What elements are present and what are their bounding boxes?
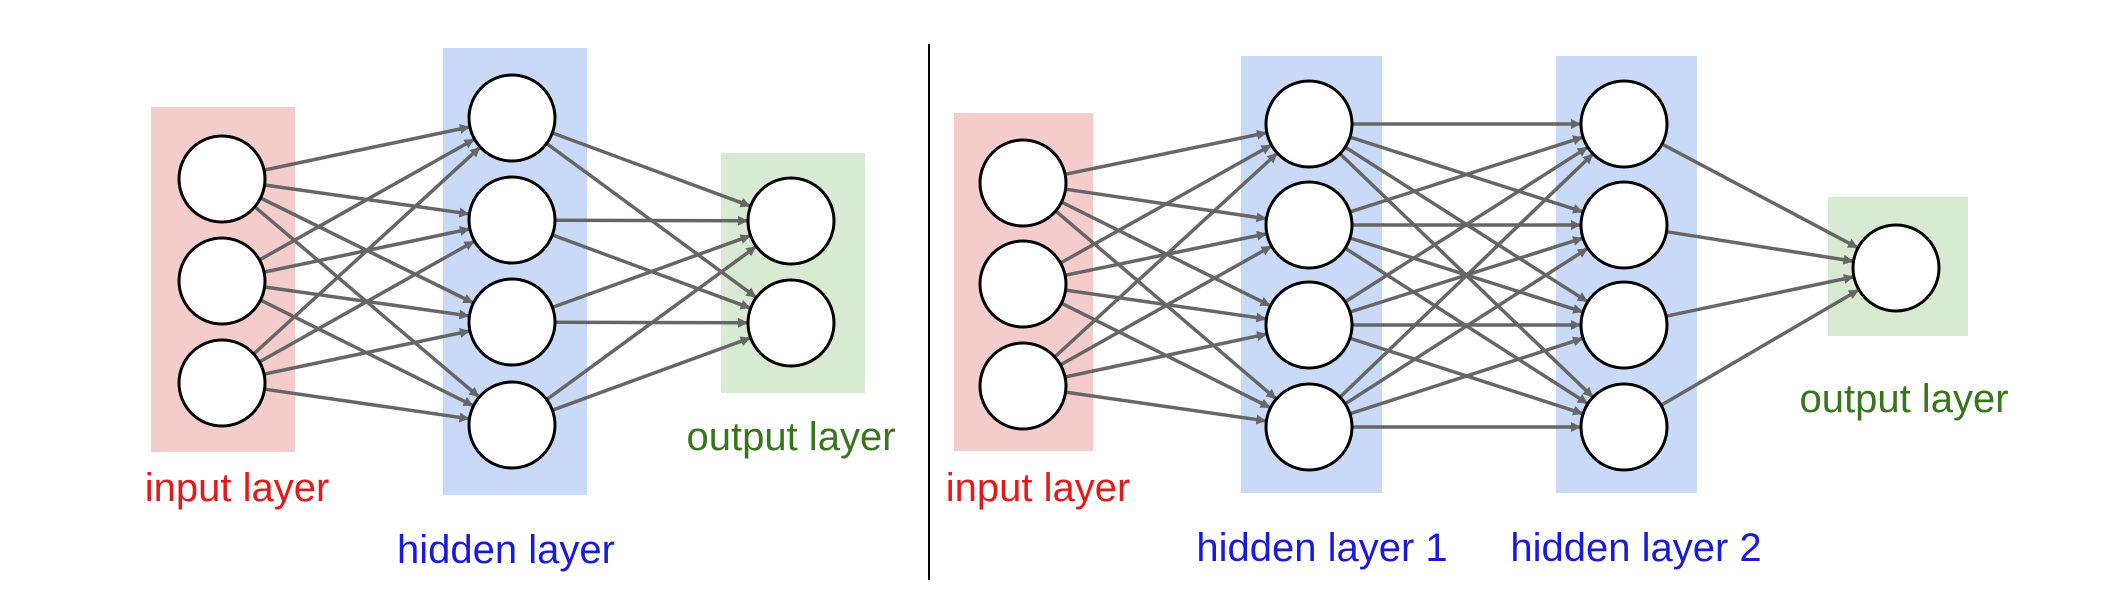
left-edge-l0-0-to-0 <box>263 124 470 172</box>
left-input-layer-label: input layer <box>145 466 330 510</box>
right-output-node-3-0 <box>1851 223 1941 313</box>
right-edge-l0-1-to-0 <box>1059 143 1272 265</box>
left-edge-l0-2-to-1 <box>258 240 475 364</box>
right-hidden-node-2-2 <box>1579 280 1669 370</box>
right-edge-l2-1-to-0 <box>1666 229 1854 265</box>
left-input-node-0-0 <box>177 134 267 224</box>
right-hidden-node-2-1 <box>1579 180 1669 270</box>
left-output-node-2-0 <box>746 176 836 266</box>
left-input-node-0-1 <box>177 236 267 326</box>
left-edge-l1-2-to-0 <box>551 234 751 310</box>
left-network: input layer hidden layer output layer <box>145 48 896 572</box>
right-hidden-node-1-2 <box>1264 280 1354 370</box>
left-edge-l0-2-to-2 <box>263 328 470 376</box>
left-hidden-layer-label: hidden layer <box>397 528 615 572</box>
left-edge-l1-3-to-0 <box>545 245 757 402</box>
left-edge-l0-2-to-3 <box>264 387 470 423</box>
right-edge-l2-0-to-0 <box>1661 142 1858 249</box>
right-input-node-0-1 <box>978 239 1068 329</box>
left-connections <box>252 124 757 423</box>
right-neurons <box>978 79 1941 472</box>
right-output-layer-label: output layer <box>1799 377 2008 421</box>
left-output-node-2-1 <box>746 278 836 368</box>
left-hidden-node-1-2 <box>467 277 557 367</box>
left-input-node-0-2 <box>177 338 267 428</box>
right-edge-l0-2-to-3 <box>1065 390 1267 425</box>
left-output-layer-label: output layer <box>686 415 895 459</box>
right-edge-l1-3-to-1 <box>1344 247 1588 406</box>
right-edge-l0-2-to-0 <box>1053 152 1278 359</box>
left-edge-l0-2-to-0 <box>252 146 481 356</box>
left-hidden-node-1-3 <box>467 380 557 470</box>
right-edge-l1-3-to-0 <box>1338 153 1594 399</box>
right-edge-l2-2-to-0 <box>1665 273 1854 318</box>
right-hidden-layer-2-label: hidden layer 2 <box>1510 526 1761 570</box>
left-edge-l1-3-to-1 <box>551 336 751 412</box>
right-connections <box>1053 119 1859 432</box>
left-hidden-node-1-1 <box>467 175 557 265</box>
right-edge-l1-1-to-0 <box>1349 135 1584 214</box>
right-edge-l0-0-to-0 <box>1064 129 1267 177</box>
right-edge-l1-3-to-2 <box>1349 336 1584 416</box>
right-hidden-layer-1-label: hidden layer 1 <box>1196 526 1447 570</box>
right-edge-l0-2-to-2 <box>1064 331 1267 379</box>
right-edge-l2-3-to-0 <box>1660 288 1859 407</box>
right-hidden-node-2-0 <box>1579 79 1669 169</box>
right-input-layer-label: input layer <box>946 466 1131 510</box>
right-hidden-node-1-0 <box>1264 79 1354 169</box>
right-network: input layer hidden layer 1 hidden layer … <box>946 56 2009 570</box>
left-hidden-node-1-0 <box>467 73 557 163</box>
right-hidden-node-1-1 <box>1264 180 1354 270</box>
right-edge-l1-2-to-0 <box>1344 146 1588 304</box>
left-edge-l1-1-to-0 <box>554 215 748 226</box>
left-edge-l0-1-to-0 <box>258 138 475 262</box>
right-hidden-node-2-3 <box>1579 382 1669 472</box>
right-input-node-0-0 <box>978 138 1068 228</box>
left-neurons <box>177 73 836 470</box>
right-input-node-0-2 <box>978 341 1068 431</box>
right-edge-l0-2-to-1 <box>1059 245 1272 367</box>
right-hidden-node-1-3 <box>1264 382 1354 472</box>
left-edge-l1-0-to-0 <box>551 131 751 208</box>
